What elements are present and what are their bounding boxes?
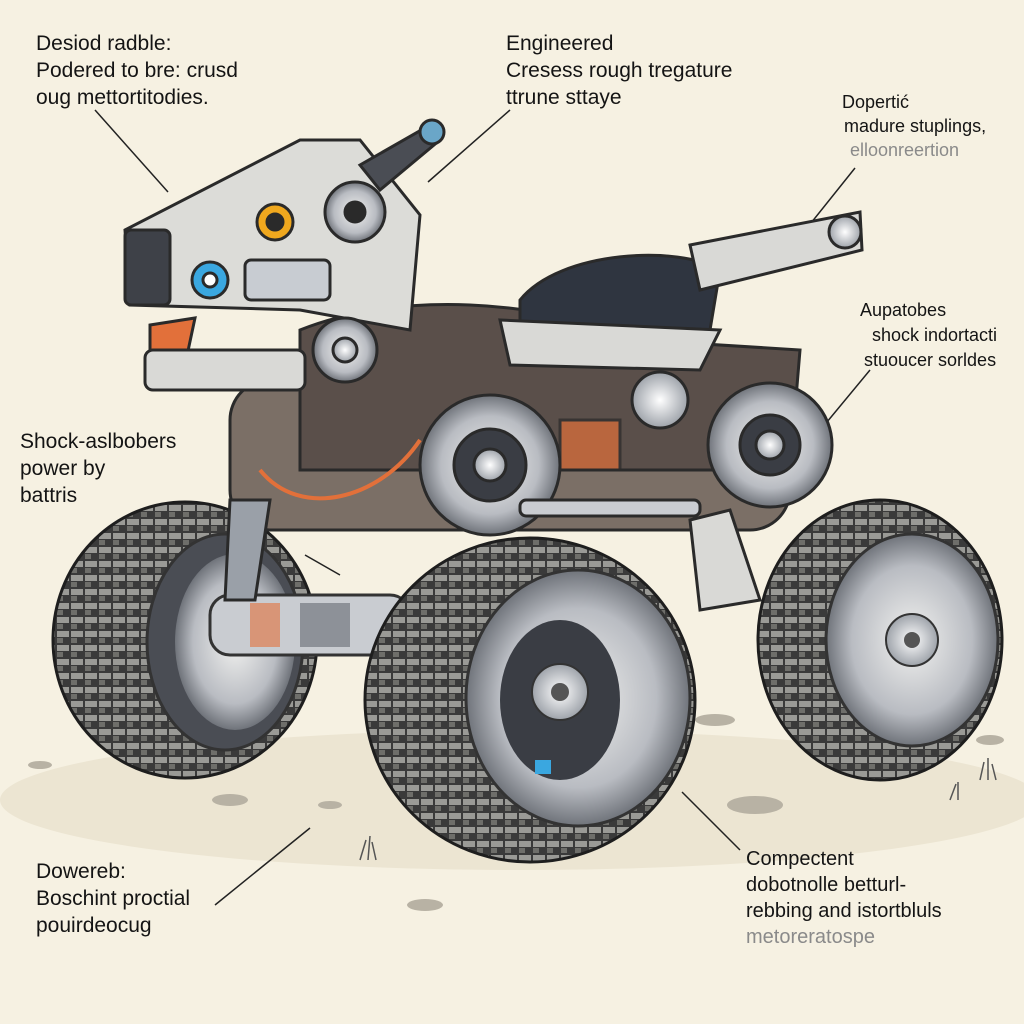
label-line: pouirdeocug <box>36 914 152 937</box>
label-line: stuoucer sorldes <box>864 350 997 370</box>
label-left-mid: Shock-aslbobers power by battris <box>20 428 176 509</box>
front-axle <box>208 593 412 657</box>
label-line: Podered to bre: crusd <box>36 59 238 82</box>
label-line: Shock-aslbobers <box>20 430 177 453</box>
label-line: Engineered <box>506 32 614 55</box>
label-line: battris <box>20 484 78 507</box>
rear-right-wheel <box>756 498 1004 782</box>
label-top-center: Engineered Cresess rough tregature ttrun… <box>506 30 732 111</box>
front-wheel <box>363 536 697 864</box>
label-line: oug mettortitodies. <box>36 86 209 109</box>
label-line: shock indortacti <box>872 325 998 345</box>
label-line: metoreratospe <box>746 926 875 948</box>
label-top-right: Dopertić madure stuplings, elloonreertio… <box>842 90 986 162</box>
label-bottom-right: Compectent dobotnolle betturl- rebbing a… <box>746 846 942 950</box>
label-line: madure stuplings, <box>844 116 987 136</box>
label-line: dobotnolle betturl- <box>746 874 907 896</box>
label-line: Desiod radble: <box>36 32 172 55</box>
label-line: ttrune sttaye <box>506 86 622 109</box>
label-line: Dowereb: <box>36 860 126 883</box>
label-line: rebbing and istortbluls <box>746 900 942 922</box>
label-line: Dopertić <box>842 92 910 112</box>
label-line: Compectent <box>746 848 854 870</box>
label-line: Boschint proctial <box>36 887 191 910</box>
label-line: elloonreertion <box>850 140 960 160</box>
label-bottom-left: Dowereb: Boschint proctial pouirdeocug <box>36 858 190 939</box>
label-line: Cresess rough tregature <box>506 59 733 82</box>
label-line: Aupatobes <box>860 300 947 320</box>
label-line: power by <box>20 457 106 480</box>
label-right-mid: Aupatobes shock indortacti stuoucer sorl… <box>860 298 997 373</box>
label-top-left: Desiod radble: Podered to bre: crusd oug… <box>36 30 238 111</box>
vehicle-body <box>123 118 864 612</box>
